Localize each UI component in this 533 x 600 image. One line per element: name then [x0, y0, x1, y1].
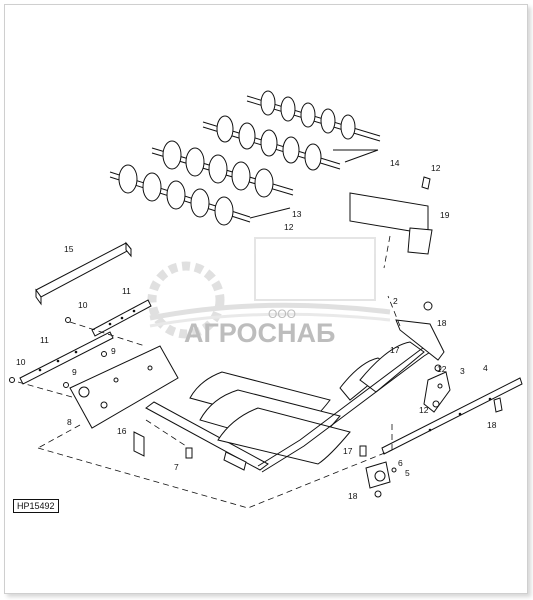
dash-bolt-7 — [145, 419, 187, 447]
right-strip-4 — [381, 377, 523, 455]
auger-lower-front — [109, 164, 251, 226]
callout-18-right: 18 — [487, 420, 497, 430]
callout-13: 13 — [292, 209, 302, 219]
watermark-small-text: ООО — [268, 307, 296, 321]
dash-upper-rail — [69, 321, 146, 347]
callout-10-lower: 10 — [16, 357, 26, 367]
callout-labels: 2 3 4 5 6 7 8 9 9 10 10 11 11 12 12 12 1… — [16, 158, 497, 501]
bolt-12-right — [432, 364, 442, 408]
bolt-18-top — [423, 301, 433, 311]
leader-14 — [333, 149, 379, 163]
spacer-bar — [35, 241, 132, 306]
side-rail-upper — [91, 299, 152, 337]
leader-13 — [249, 207, 291, 219]
bolts-9-10 — [9, 317, 107, 388]
callout-12-top: 12 — [431, 163, 441, 173]
callout-2: 2 — [393, 296, 398, 306]
side-rail-lower — [19, 331, 114, 385]
callout-19: 19 — [440, 210, 450, 220]
bolt-17-left — [359, 445, 367, 457]
callout-4: 4 — [483, 363, 488, 373]
bolt-12-upper — [421, 176, 431, 190]
dash-frame-left — [37, 424, 81, 449]
watermark-logo — [147, 237, 391, 339]
callout-9-upper: 9 — [111, 346, 116, 356]
callout-11-lower: 11 — [40, 335, 49, 345]
figure-code-label: HP15492 — [13, 499, 59, 513]
callout-3: 3 — [460, 366, 465, 376]
right-bracket-3 — [423, 371, 451, 413]
callout-12-right-upper: 12 — [437, 364, 447, 374]
callout-17-lower: 17 — [343, 446, 353, 456]
callout-10-upper: 10 — [78, 300, 88, 310]
callout-6: 6 — [398, 458, 403, 468]
bolt-18-bottom — [374, 490, 382, 498]
auger-upper-rear — [246, 90, 381, 142]
callout-18-top: 18 — [437, 318, 447, 328]
callout-12-right-lower: 12 — [419, 405, 429, 415]
callout-8: 8 — [67, 417, 72, 427]
lower-bracket-5-6 — [365, 461, 397, 489]
callout-16: 16 — [117, 426, 127, 436]
auger-trough-assembly — [145, 319, 445, 473]
dash-top-right — [387, 295, 401, 327]
auger-lower-rear — [151, 140, 294, 198]
callout-7: 7 — [174, 462, 179, 472]
bolt-7 — [185, 447, 193, 459]
callout-17-upper: 17 — [390, 345, 400, 355]
watermark-text: АГРОСНАБ — [184, 318, 335, 348]
rear-cover-plate — [349, 192, 433, 269]
callout-5: 5 — [405, 468, 410, 478]
bracket-16 — [133, 431, 145, 457]
bolt-18-right — [493, 397, 503, 413]
callout-9-lower: 9 — [72, 367, 77, 377]
callout-18-bottom: 18 — [348, 491, 358, 501]
callout-12-mid: 12 — [284, 222, 294, 232]
callout-14: 14 — [390, 158, 400, 168]
callout-15: 15 — [64, 244, 74, 254]
left-side-plate — [69, 345, 179, 429]
dash-frame-bottom — [37, 447, 393, 509]
auger-upper-front — [202, 115, 341, 171]
callout-11-upper: 11 — [122, 286, 131, 296]
